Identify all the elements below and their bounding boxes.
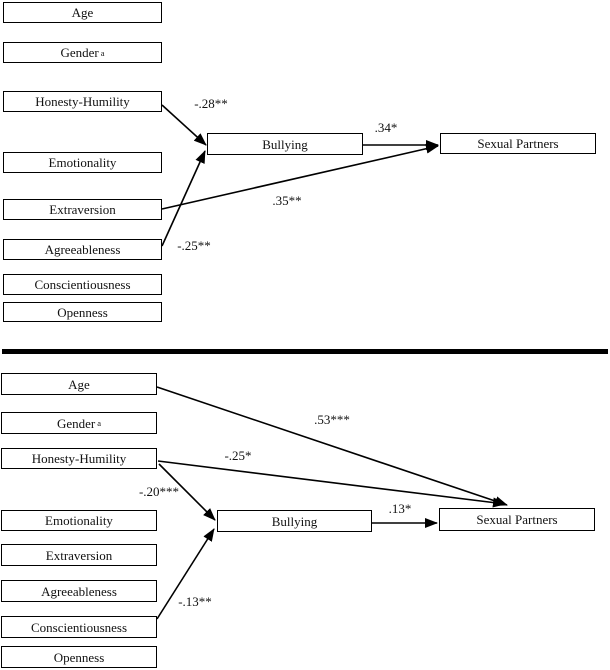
- bottom-path-honesty-to-bullying: [158, 463, 216, 521]
- top-box-sexual-partners: Sexual Partners: [440, 133, 596, 154]
- top-box-age: Age: [3, 2, 162, 23]
- bottom-path-conscientiousness-to-bullying: [156, 528, 215, 620]
- panel-divider: [2, 349, 608, 354]
- top-coef-agreeableness-bullying: -.25**: [177, 238, 211, 253]
- bottom-box-openness: Openness: [1, 646, 157, 668]
- top-box-gender-label: Gender: [60, 45, 99, 60]
- bottom-coef-honesty-partners: -.25*: [224, 448, 252, 463]
- top-path-agreeableness-to-bullying: [161, 150, 206, 247]
- top-coef-honesty-bullying: -.28**: [194, 96, 228, 111]
- bottom-box-agreeableness: Agreeableness: [1, 580, 157, 602]
- top-path-extraversion-to-partners: [161, 143, 439, 210]
- top-box-bullying: Bullying: [207, 133, 363, 155]
- bottom-box-gender-label: Gender: [56, 415, 96, 431]
- top-coef-extraversion-partners: .35**: [272, 193, 302, 208]
- bottom-path-honesty-to-partners: [157, 460, 506, 508]
- top-box-agreeableness: Agreeableness: [3, 239, 162, 260]
- top-box-conscientiousness: Conscientiousness: [3, 274, 162, 295]
- bottom-coef-bullying-partners: .13*: [388, 501, 412, 516]
- bottom-box-bullying: Bullying: [217, 510, 372, 532]
- bottom-box-emotionality: Emotionality: [1, 510, 157, 531]
- bottom-box-age: Age: [1, 373, 157, 395]
- bottom-box-sexual-partners: Sexual Partners: [439, 508, 595, 531]
- bottom-box-honesty-humility: Honesty-Humility: [1, 448, 157, 469]
- bottom-path-age-to-partners: [156, 386, 508, 506]
- top-box-emotionality: Emotionality: [3, 152, 162, 173]
- top-box-extraversion: Extraversion: [3, 199, 162, 220]
- top-box-honesty-humility: Honesty-Humility: [3, 91, 162, 112]
- top-path-honesty-to-bullying: [161, 104, 207, 146]
- bottom-coef-honesty-bullying: -.20***: [138, 484, 180, 499]
- bottom-coef-age-partners: .53***: [314, 412, 350, 427]
- top-coef-bullying-partners: .34*: [374, 120, 398, 135]
- bottom-box-conscientiousness: Conscientiousness: [1, 616, 157, 638]
- bottom-coef-conscientiousness-bullying: -.13**: [178, 594, 212, 609]
- top-box-openness: Openness: [3, 302, 162, 322]
- bottom-box-extraversion: Extraversion: [1, 544, 157, 566]
